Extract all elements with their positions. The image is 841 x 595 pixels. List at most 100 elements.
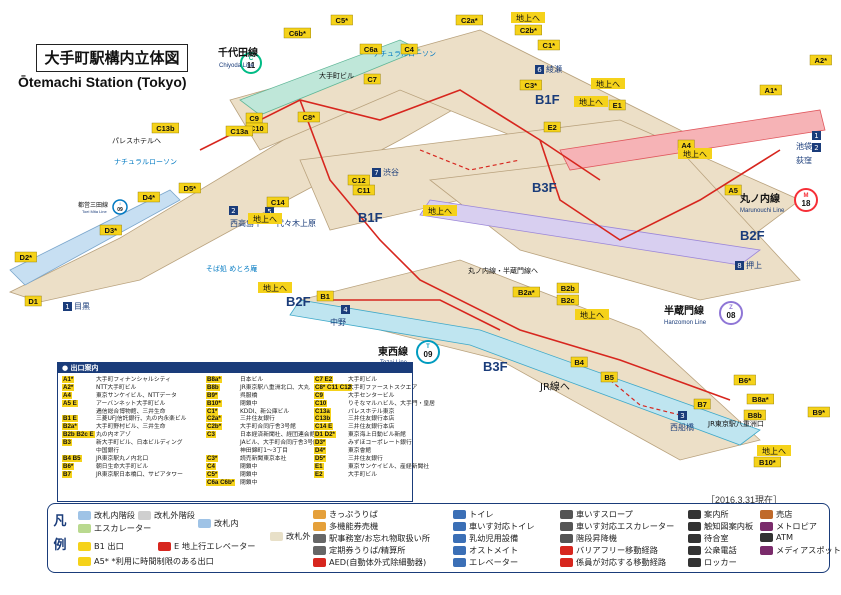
legend-label: A5* *利用に時間制限のある出口: [94, 556, 214, 566]
line-badge-mita: I 09 都営三田線 Toei Mita Line: [78, 199, 128, 215]
legend-item: エスカレーター: [78, 522, 151, 534]
svg-text:B5: B5: [604, 373, 614, 382]
legend-symbol-icon: [688, 521, 701, 531]
legend-symbol-icon: [313, 509, 326, 519]
svg-text:代々木上原: 代々木上原: [276, 218, 316, 228]
svg-text:C12: C12: [352, 176, 366, 185]
svg-text:M: M: [804, 193, 809, 199]
exit-guide-row: 中国銀行: [62, 447, 186, 455]
exit-guide-row: C3*読売新聞東京本社: [206, 454, 319, 463]
legend-item: AED(自動体外式除細動器): [313, 556, 426, 568]
svg-text:地上へ: 地上へ: [580, 310, 604, 320]
exit-destination: JR東京駅日本橋口、サピアタワー: [96, 471, 183, 478]
svg-text:B2a*: B2a*: [518, 288, 535, 297]
legend-label: AED(自動体外式除細動器): [329, 557, 427, 567]
svg-text:C13a: C13a: [230, 127, 249, 136]
exit-guide-row: B9*呉服橋: [206, 391, 319, 400]
exit-destination: 閉鎖中: [240, 471, 258, 478]
exit-destination: 大手町ファーストスクエア: [348, 384, 418, 391]
surface-exit-tag: 地上へ: [248, 213, 282, 224]
legend-item: オストメイト: [453, 544, 518, 556]
svg-text:7: 7: [374, 169, 378, 177]
svg-text:B2b: B2b: [561, 284, 576, 293]
exit-code: B6*: [62, 462, 75, 470]
svg-text:綾瀬: 綾瀬: [546, 64, 562, 74]
exit-guide-row: A1*大手町フィナンシャルシティ: [62, 376, 186, 384]
legend-symbol-icon: [78, 523, 91, 533]
svg-text:B4: B4: [574, 358, 584, 367]
legend-item: 定期券うりば/精算所: [313, 544, 405, 556]
legend-label: 車いす対応エスカレーター: [576, 521, 675, 531]
legend-symbol-icon: [78, 510, 91, 520]
legend-label: 待合室: [704, 533, 729, 543]
exit-guide-row: B6* 朝日生命大手町ビル: [62, 462, 186, 471]
svg-text:C7: C7: [367, 75, 377, 84]
exit-code: C7 E2: [314, 376, 334, 383]
exit-destination: 三井住友銀行: [240, 416, 275, 423]
legend-label: ATM: [776, 532, 794, 542]
exit-destination: みずほコーポレート銀行: [348, 440, 412, 447]
exit-code: B8b: [206, 383, 220, 391]
legend-label: バリアフリー移動経路: [576, 545, 658, 555]
exit-code: B7: [62, 470, 72, 478]
legend-item: 多機能券売機: [313, 520, 378, 532]
svg-text:D3*: D3*: [105, 226, 118, 235]
legend-item: 車いす対応エスカレーター: [560, 520, 674, 532]
legend-label: 触知図案内板: [704, 521, 754, 531]
legend-item: エレベーター: [453, 556, 518, 568]
exit-destination: 東京サンケイビル、NTTデータ: [96, 392, 177, 399]
svg-text:08: 08: [727, 311, 736, 320]
legend-symbol-icon: [688, 545, 701, 555]
exit-tag: D3*: [99, 224, 122, 236]
exit-code: C3: [206, 431, 216, 439]
exit-tag: E2: [543, 121, 561, 133]
legend-label: 改札外階段: [154, 510, 195, 520]
svg-text:E2: E2: [548, 123, 557, 132]
legend-symbol-icon: [453, 533, 466, 543]
surface-exit-tag: 地上へ: [258, 282, 292, 293]
legend-label: トイレ: [469, 509, 494, 519]
exit-destination: 閉鎖中: [240, 463, 258, 470]
svg-text:地上へ: 地上へ: [596, 79, 620, 89]
exit-destination: 閉鎖中: [240, 479, 258, 486]
exit-tag: C5*: [330, 14, 353, 26]
legend-label: きっぷうりば: [329, 509, 378, 519]
direction-ogikubo: 2荻窪: [796, 143, 821, 165]
legend-symbol-icon: [560, 533, 573, 543]
svg-text:荻窪: 荻窪: [796, 155, 812, 165]
svg-text:渋谷: 渋谷: [383, 167, 399, 177]
exit-tag: D5*: [178, 182, 201, 194]
jr-yaesu-label: JR東京駅八重洲口: [707, 419, 764, 428]
exit-destination: 新大手町ビル、日本ビルディング: [96, 440, 183, 447]
svg-text:A4: A4: [681, 141, 691, 150]
exit-code: C2a*: [206, 415, 222, 423]
exit-destination: 日本ビル: [240, 377, 264, 383]
exit-guide-row: JAビル、大手町合同庁舎3号館: [206, 439, 319, 447]
jr-line-label: JR線へ: [539, 380, 570, 393]
legend-label: メトロピア: [776, 521, 817, 531]
legend-symbol-icon: [688, 509, 701, 519]
svg-text:地上へ: 地上へ: [579, 97, 603, 107]
exit-tag: B8b: [743, 409, 766, 421]
exit-destination: 朝日生命大手町ビル: [96, 463, 149, 470]
exit-destination: 三井住友銀行: [348, 455, 383, 462]
svg-text:C2b*: C2b*: [520, 26, 537, 35]
svg-text:D1: D1: [28, 297, 38, 306]
legend-item: 触知図案内板: [688, 520, 753, 532]
otemachi-building-label: 大手町ビル: [319, 71, 354, 80]
svg-text:C14: C14: [271, 198, 286, 207]
exit-destination: 逓信総合博物館、三井生命: [96, 408, 166, 415]
exit-code: B2b B2c E: [62, 431, 95, 439]
legend-item: 改札外: [270, 530, 311, 542]
legend-item: 階段昇降機: [560, 532, 617, 544]
exit-code: B1 E: [62, 415, 78, 423]
exit-guide-row: D3*みずほコーポレート銀行: [314, 439, 435, 447]
exit-code: D4*: [314, 447, 327, 455]
exit-destination: JR東京駅丸ノ内北口: [96, 455, 149, 462]
